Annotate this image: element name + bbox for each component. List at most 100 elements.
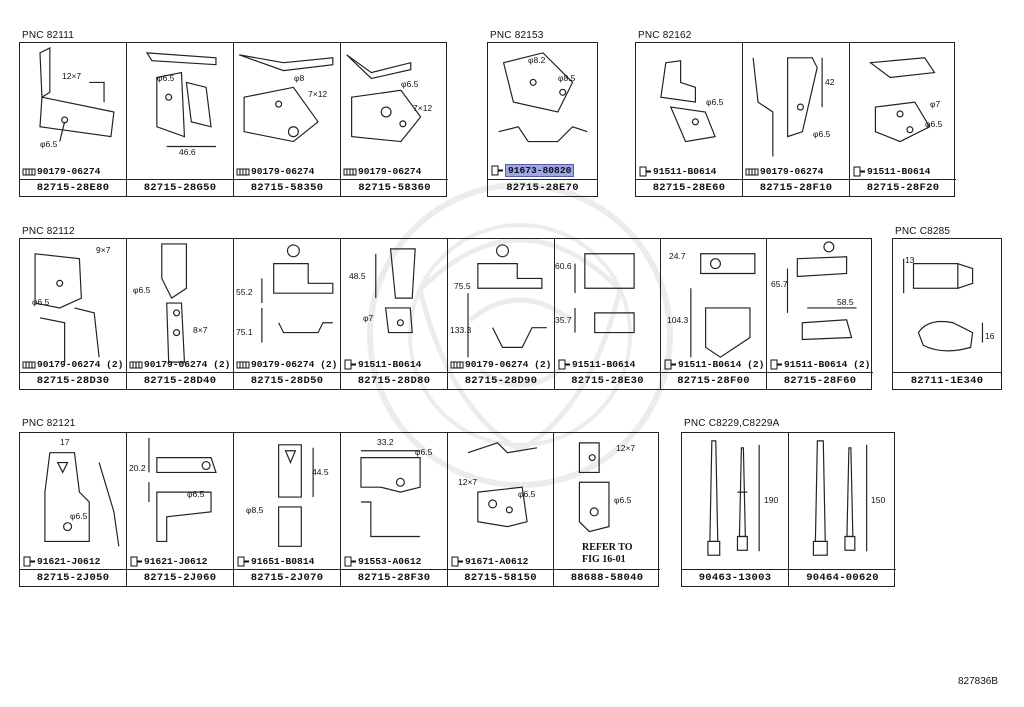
nut-icon [745, 166, 759, 177]
part-cell[interactable]: 12×7 φ6.5 90179-06274 82715-28E80 [20, 43, 127, 196]
part-cell[interactable]: 48.5 φ7 91511-B0614 82715-28D80 [341, 239, 448, 389]
part-number: 82715-28F00 [661, 372, 766, 389]
part-cell[interactable]: 12×7 φ6.5 REFER TO FIG 16-01 88688-58040 [554, 433, 660, 586]
pnc-label: PNC C8285 [895, 226, 951, 237]
dim-label: φ6.5 [40, 139, 58, 149]
nut-icon [236, 359, 250, 370]
part-cell[interactable]: φ8.2 φ8.5 91673-80820 82715-28E70 [488, 43, 597, 196]
dim-label: φ8.5 [246, 505, 264, 515]
part-number: 82711-1E340 [893, 372, 1001, 389]
parts-grid-82112: 9×7 φ6.5 90179-06274 (2) 82715-28D30 φ6.… [19, 238, 873, 390]
dim-label: φ7 [930, 99, 941, 109]
dim-label: 75.5 [454, 281, 471, 291]
figure-number: 827836B [957, 676, 998, 687]
part-cell[interactable]: 13 16 82711-1E340 [893, 239, 1001, 389]
part-number: 82715-58150 [448, 569, 553, 586]
bracket-diagram: 9×7 φ6.5 [20, 239, 126, 372]
bracket-diagram: 75.5 133.3 [448, 239, 554, 372]
bolt-icon [769, 359, 783, 370]
part-cell[interactable]: 44.5 φ8.5 91651-B0814 82715-2J070 [234, 433, 341, 586]
parts-grid-82111: 12×7 φ6.5 90179-06274 82715-28E80 φ6.5 4… [19, 42, 448, 197]
nut-icon [450, 359, 464, 370]
part-cell[interactable]: φ7 φ6.5 91511-B0614 82715-28F20 [850, 43, 956, 196]
part-cell[interactable]: 33.2 φ6.5 91553-A0612 82715-28F30 [341, 433, 448, 586]
part-cell[interactable]: φ6.5 46.6 82715-28G50 [127, 43, 234, 196]
part-cell[interactable]: 65.7 58.5 91511-B0614 (2) 82715-28F60 [767, 239, 873, 389]
part-cell[interactable]: φ6.5 91511-B0614 82715-28E60 [636, 43, 743, 196]
bolt-icon [22, 556, 36, 567]
part-number: 82715-28D40 [127, 372, 233, 389]
dim-label: 12×7 [62, 71, 82, 81]
dim-label: 12×7 [616, 443, 636, 453]
part-cell[interactable]: 12×7 φ6.5 91671-A0612 82715-58150 [448, 433, 554, 586]
part-number: 90463-13003 [682, 569, 788, 586]
bolt-callout: 91511-B0614 [557, 359, 635, 370]
bolt-callout: 91671-A0612 [450, 556, 528, 567]
bracket-diagram: 12×7 φ6.5 [554, 433, 660, 569]
dim-label: φ6.5 [925, 119, 943, 129]
part-cell[interactable]: 9×7 φ6.5 90179-06274 (2) 82715-28D30 [20, 239, 127, 389]
cable-tie-diagram: 190 [682, 433, 788, 569]
part-cell[interactable]: 42 φ6.5 90179-06274 82715-28F10 [743, 43, 850, 196]
part-cell[interactable]: 20.2 φ6.5 91621-J0612 82715-2J060 [127, 433, 234, 586]
dim-label: 17 [60, 437, 70, 447]
dim-label: 133.3 [450, 325, 472, 335]
part-cell[interactable]: φ6.5 7×12 90179-06274 82715-58360 [341, 43, 448, 196]
bracket-diagram: 42 φ6.5 [743, 43, 849, 179]
dim-label: 12×7 [458, 477, 478, 487]
part-cell[interactable]: 60.6 35.7 91511-B0614 82715-28E30 [555, 239, 661, 389]
bolt-icon [450, 556, 464, 567]
dim-label: φ6.5 [706, 97, 724, 107]
bolt-callout: 91621-J0612 [22, 556, 100, 567]
part-cell[interactable]: 190 90463-13003 [682, 433, 789, 586]
watermark-emblem [367, 182, 673, 488]
part-cell[interactable]: 55.2 75.1 90179-06274 (2) 82715-28D50 [234, 239, 341, 389]
part-number: 82715-58360 [341, 179, 448, 196]
part-number: 82715-28E30 [555, 372, 660, 389]
part-cell[interactable]: 75.5 133.3 90179-06274 (2) 82715-28D90 [448, 239, 555, 389]
bolt-callout-highlighted[interactable]: 91673-80820 [490, 164, 575, 177]
pnc-label: PNC 82153 [490, 30, 544, 41]
dim-label: 55.2 [236, 287, 253, 297]
pnc-label: PNC 82162 [638, 30, 692, 41]
part-number: 82715-28E70 [488, 179, 597, 196]
nut-icon [343, 166, 357, 177]
bolt-callout: 90179-06274 (2) [22, 359, 123, 370]
bracket-diagram: 60.6 35.7 [555, 239, 660, 372]
bracket-diagram: 12×7 φ6.5 [20, 43, 126, 179]
dim-label: φ6.5 [70, 511, 88, 521]
bolt-callout: 91553-A0612 [343, 556, 421, 567]
bolt-icon [343, 359, 357, 370]
dim-label: 13 [905, 255, 915, 265]
bracket-diagram: 55.2 75.1 [234, 239, 340, 372]
dim-label: φ7 [363, 313, 374, 323]
dim-label: 42 [825, 77, 835, 87]
pnc-label: PNC 82111 [22, 30, 75, 41]
bolt-callout: 91511-B0614 (2) [663, 359, 764, 370]
bracket-diagram: φ7 φ6.5 [850, 43, 956, 179]
bracket-diagram: 20.2 φ6.5 [127, 433, 233, 569]
bracket-diagram: 12×7 φ6.5 [448, 433, 553, 569]
nut-icon [22, 359, 36, 370]
part-cell[interactable]: φ6.5 8×7 90179-06274 (2) 82715-28D40 [127, 239, 234, 389]
part-number: 82715-28F60 [767, 372, 873, 389]
dim-label: φ6.5 [32, 297, 50, 307]
bolt-icon [557, 359, 571, 370]
pnc-label: PNC 82121 [22, 418, 76, 429]
part-cell[interactable]: 150 90464-00620 [789, 433, 896, 586]
dim-label: φ6.5 [157, 73, 175, 83]
bolt-callout: 91511-B0614 (2) [769, 359, 870, 370]
part-number: 82715-28D90 [448, 372, 554, 389]
nut-icon [22, 166, 36, 177]
bolt-callout: 90179-06274 (2) [129, 359, 230, 370]
part-cell[interactable]: 24.7 104.3 91511-B0614 (2) 82715-28F00 [661, 239, 767, 389]
bolt-callout: 91511-B0614 [638, 166, 716, 177]
part-cell[interactable]: φ8 7×12 90179-06274 82715-58350 [234, 43, 341, 196]
dim-label: 44.5 [312, 467, 329, 477]
parts-grid-82153: φ8.2 φ8.5 91673-80820 82715-28E70 [487, 42, 598, 197]
dim-label: 33.2 [377, 437, 394, 447]
bracket-diagram: 33.2 φ6.5 [341, 433, 447, 569]
dim-label: 8×7 [193, 325, 208, 335]
part-cell[interactable]: 17 φ6.5 91621-J0612 82715-2J050 [20, 433, 127, 586]
dim-label: 190 [764, 495, 779, 505]
